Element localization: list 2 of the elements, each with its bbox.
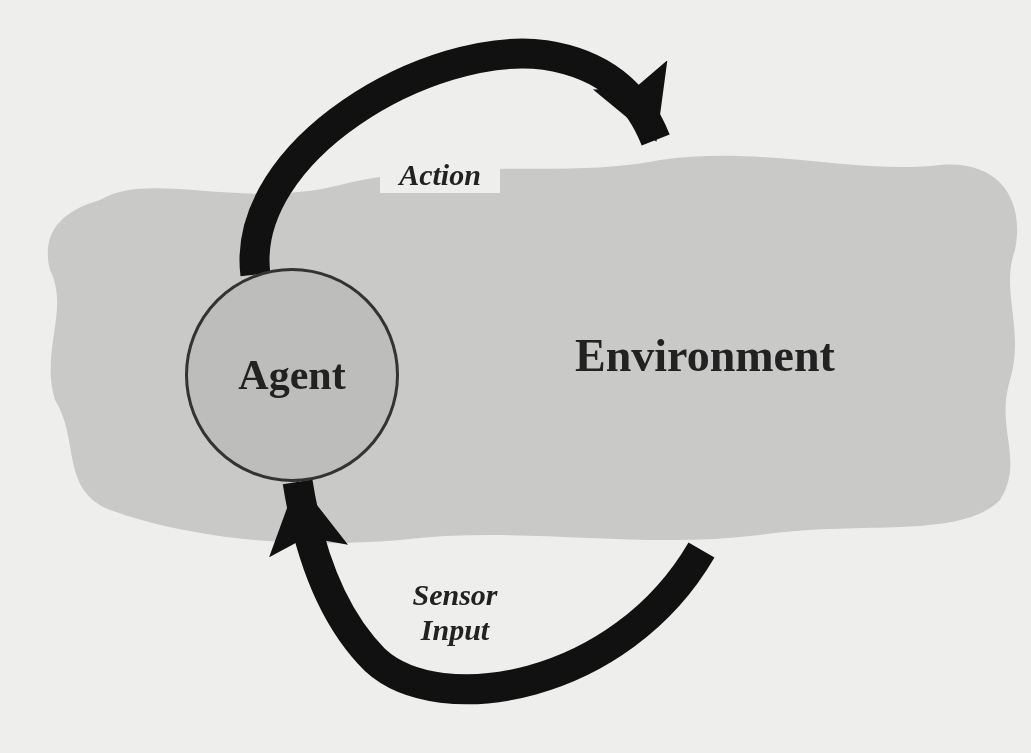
node-label: Environment	[575, 328, 835, 382]
curved-arrow	[270, 479, 714, 705]
